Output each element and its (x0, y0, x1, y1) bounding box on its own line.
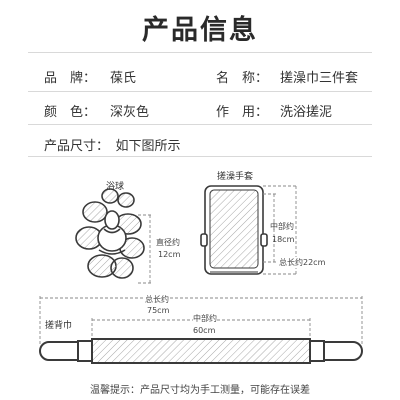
brand-label: 品 牌： (44, 71, 97, 86)
glove-icon (200, 185, 268, 275)
back-towel-icon (39, 338, 363, 364)
ball-name: 浴球 (106, 182, 125, 192)
name-label: 名 称： (216, 71, 269, 86)
glove-dimension-lines (263, 185, 298, 275)
towel-name: 搓背巾 (45, 321, 73, 331)
ball-diameter-line (138, 214, 152, 284)
towel-total-value: 75cm (147, 306, 170, 315)
row-divider-3 (28, 156, 372, 157)
ball-dim-label: 直径约 (156, 238, 180, 247)
title-divider (28, 52, 372, 53)
footer-tip: 温馨提示：产品尺寸均为手工测量，可能存在误差 (90, 385, 310, 396)
brand-value: 葆氏 (110, 71, 137, 86)
bath-ball-icon (75, 188, 145, 279)
row-divider-1 (28, 91, 372, 92)
towel-total-label: 总长约 (145, 294, 169, 305)
color-value: 深灰色 (110, 105, 150, 120)
glove-name: 搓澡手套 (217, 172, 254, 182)
page-title: 产品信息 (142, 15, 258, 46)
usage-value: 洗浴搓泥 (280, 105, 333, 120)
ball-dim-value: 12cm (158, 250, 181, 259)
towel-mid-value: 60cm (193, 326, 216, 335)
size-label: 产品尺寸： 如下图所示 (44, 139, 181, 154)
towel-mid-label: 中部约 (193, 313, 217, 324)
color-label: 颜 色： (44, 105, 97, 120)
glove-mid-value: 18cm (272, 235, 295, 244)
usage-label: 作 用： (216, 105, 269, 120)
glove-mid-label: 中部约 (270, 222, 294, 231)
glove-total-label: 总长约22cm (279, 257, 326, 268)
row-divider-2 (28, 124, 372, 125)
name-value: 搓澡巾三件套 (280, 71, 359, 86)
